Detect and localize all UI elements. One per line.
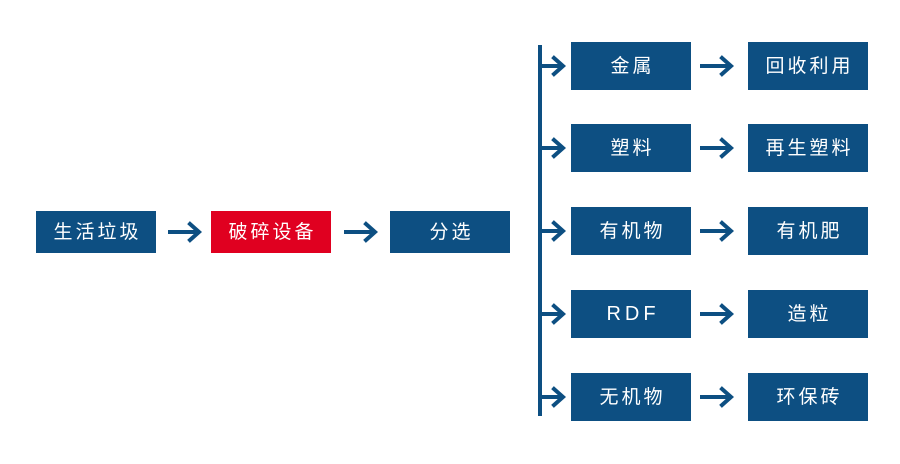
- arrow-trunk-to-branch-1: [540, 53, 570, 79]
- node-crushing-equipment[interactable]: 破碎设备: [211, 211, 331, 253]
- arrow-trunk-to-branch-5: [540, 384, 570, 410]
- node-fraction-inorganic[interactable]: 无机物: [571, 373, 691, 421]
- node-product-pelletizing[interactable]: 造粒: [748, 290, 868, 338]
- arrow-input-to-crusher: [168, 219, 206, 245]
- arrow-rdf-to-pelletizing: [700, 301, 738, 327]
- arrow-trunk-to-branch-4: [540, 301, 570, 327]
- node-input-waste[interactable]: 生活垃圾: [36, 211, 156, 253]
- node-fraction-rdf[interactable]: RDF: [571, 290, 691, 338]
- arrow-trunk-to-branch-3: [540, 218, 570, 244]
- node-product-recycling[interactable]: 回收利用: [748, 42, 868, 90]
- node-fraction-metal[interactable]: 金属: [571, 42, 691, 90]
- node-sorting[interactable]: 分选: [390, 211, 510, 253]
- node-fraction-plastic[interactable]: 塑料: [571, 124, 691, 172]
- arrow-organic-to-fertilizer: [700, 218, 738, 244]
- arrow-inorganic-to-eco-brick: [700, 384, 738, 410]
- arrow-trunk-to-branch-2: [540, 135, 570, 161]
- node-product-eco-brick[interactable]: 环保砖: [748, 373, 868, 421]
- node-fraction-organic[interactable]: 有机物: [571, 207, 691, 255]
- arrow-crusher-to-sorting: [344, 219, 382, 245]
- node-product-regenerated-plastic[interactable]: 再生塑料: [748, 124, 868, 172]
- arrow-metal-to-recycling: [700, 53, 738, 79]
- arrow-plastic-to-regenerated-plastic: [700, 135, 738, 161]
- node-product-organic-fertilizer[interactable]: 有机肥: [748, 207, 868, 255]
